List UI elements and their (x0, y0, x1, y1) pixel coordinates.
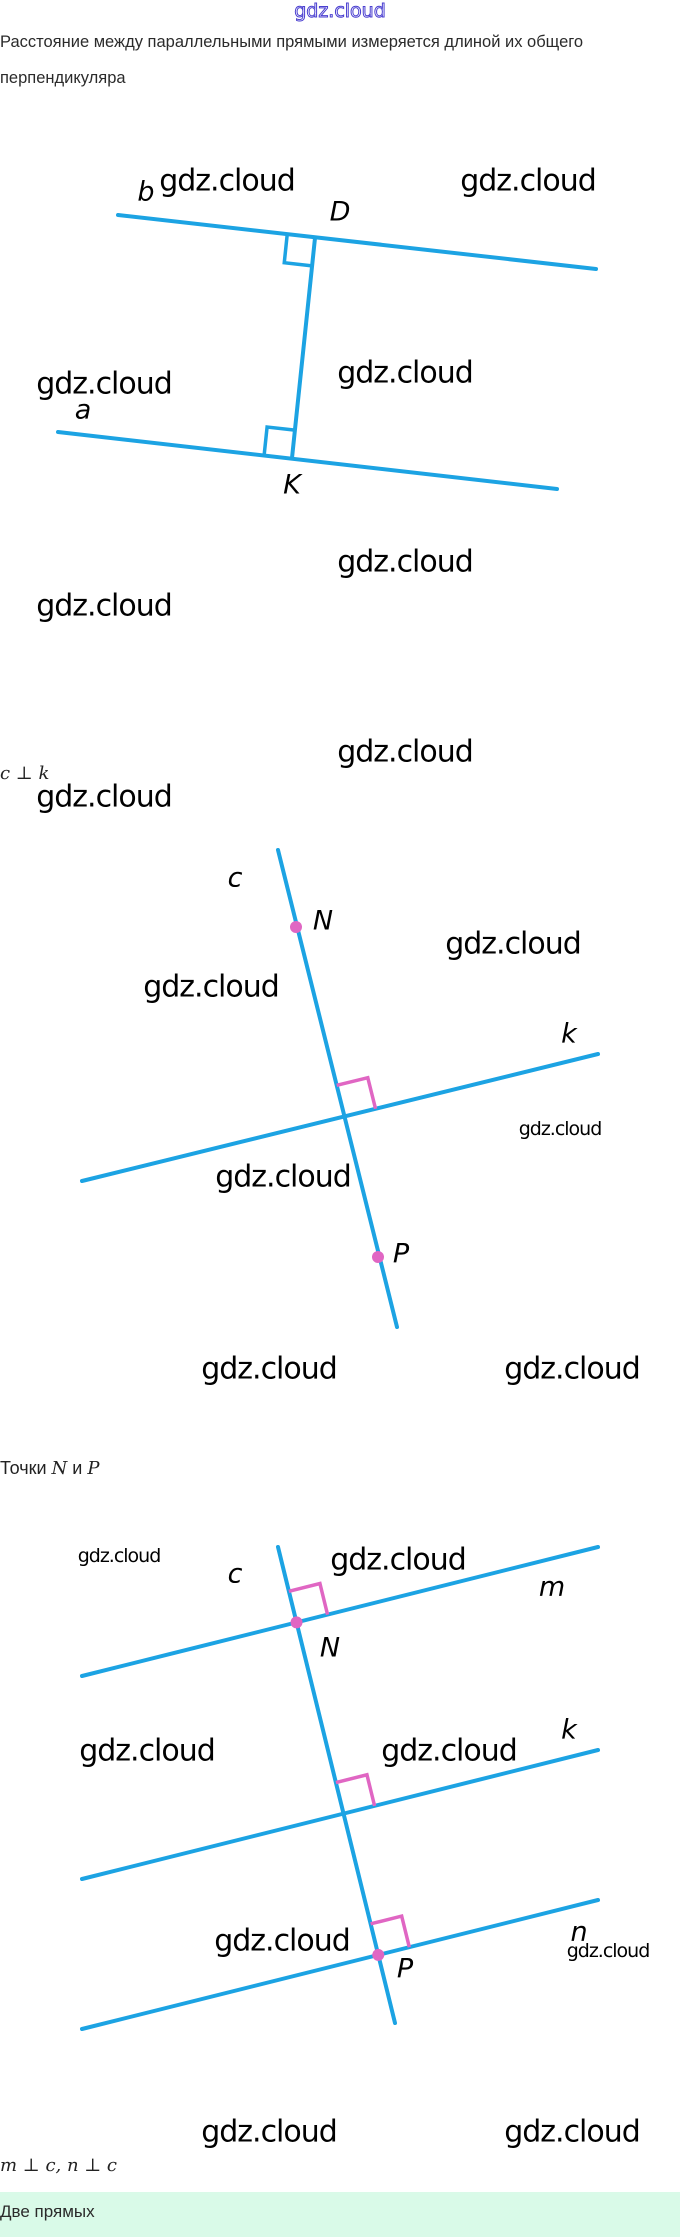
right-angle-mark (336, 1075, 378, 1110)
label-N: N (319, 1632, 341, 1664)
watermark: gdz.cloud (36, 366, 173, 402)
watermark: gdz.cloud (518, 1118, 603, 1140)
site-logo[interactable]: gdz.cloud (294, 0, 387, 23)
watermark: gdz.cloud (79, 1733, 216, 1769)
caption-points: Точки N и P (0, 1458, 99, 1479)
right-angle-mark (288, 1581, 330, 1616)
watermark: gdz.cloud (77, 1545, 162, 1567)
caption-m-n-perp-c: m ⊥ c, n ⊥ c (0, 2155, 118, 2176)
line-b (116, 213, 598, 271)
watermark: gdz.cloud (504, 1351, 641, 1387)
watermark: gdz.cloud (337, 544, 474, 580)
watermark: gdz.cloud (381, 1733, 518, 1769)
right-angle-mark-K (262, 425, 296, 456)
caption-N: N (51, 1458, 68, 1479)
point-P (372, 1251, 384, 1263)
label-m: m (538, 1571, 566, 1603)
watermark: gdz.cloud (445, 926, 582, 962)
line-a (56, 430, 559, 491)
watermark: gdz.cloud (36, 588, 173, 624)
right-angle-mark-D (282, 234, 313, 268)
caption-and: и (67, 1458, 88, 1478)
label-c: c (227, 862, 243, 894)
label-k: k (561, 1018, 577, 1050)
watermark: gdz.cloud (201, 1351, 338, 1387)
point-N (290, 921, 302, 933)
line-k (80, 1748, 600, 1881)
label-N: N (312, 905, 334, 937)
watermark: gdz.cloud (215, 1159, 352, 1195)
caption-c-perp-k: c ⊥ k (0, 763, 50, 784)
label-k: k (561, 1714, 577, 1746)
line-m (80, 1545, 600, 1678)
watermark: gdz.cloud (504, 2114, 641, 2150)
label-c: c (227, 1558, 243, 1590)
watermark: gdz.cloud (337, 734, 474, 770)
answer-bar[interactable]: Две прямых (0, 2192, 680, 2237)
caption-prefix: Точки (0, 1458, 52, 1478)
label-n: n (570, 1916, 588, 1948)
paragraph-line-2: перпендикуляра (0, 69, 126, 87)
point-N (290, 1616, 303, 1629)
label-b: b (137, 176, 155, 208)
point-P (372, 1948, 385, 1961)
watermark: gdz.cloud (460, 163, 597, 199)
watermark: gdz.cloud (143, 969, 280, 1005)
watermark: gdz.cloud (214, 1923, 351, 1959)
label-a: a (74, 394, 92, 426)
watermark: gdz.cloud (36, 779, 173, 815)
label-K: K (283, 469, 301, 501)
label-P: P (396, 1953, 414, 1985)
right-angle-mark (370, 1913, 412, 1948)
line-k (80, 1052, 600, 1183)
label-D: D (329, 196, 351, 228)
watermark: gdz.cloud (337, 355, 474, 391)
watermark: gdz.cloud (566, 1940, 651, 1962)
line-n (80, 1898, 600, 2031)
paragraph-line-1: Расстояние между параллельными прямыми и… (0, 33, 584, 51)
watermark: gdz.cloud (330, 1542, 467, 1578)
right-angle-mark (335, 1772, 377, 1807)
label-P: P (392, 1238, 410, 1270)
caption-P: P (87, 1458, 100, 1479)
watermark: gdz.cloud (159, 163, 296, 199)
segment-DK (290, 236, 317, 460)
watermark: gdz.cloud (201, 2114, 338, 2150)
